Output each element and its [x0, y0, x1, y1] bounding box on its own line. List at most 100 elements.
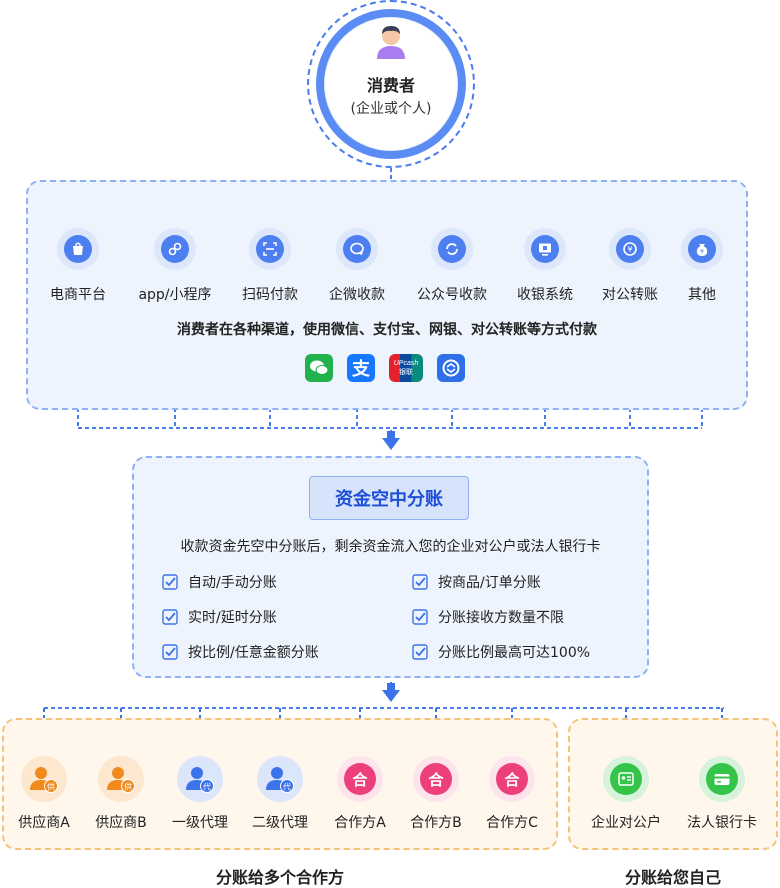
- partners-label: 分账给多个合作方: [215, 868, 344, 887]
- official-account-icon: [438, 235, 466, 263]
- svg-text:供: 供: [124, 782, 132, 792]
- link-icon: [161, 235, 189, 263]
- feature-item: 实时/延时分账: [162, 607, 319, 627]
- channel-label: 扫码付款: [242, 287, 298, 303]
- channel-icon-bg: [249, 228, 291, 270]
- partner-label: 二级代理: [252, 815, 308, 831]
- unionpay-icon: UPcash 银联: [389, 354, 423, 382]
- partner-icon: 合: [489, 756, 535, 802]
- svg-text:代: 代: [283, 782, 291, 792]
- channel-label: 企微收款: [329, 287, 385, 303]
- feature-item: 按商品/订单分账: [412, 572, 590, 592]
- channel-item: 公众号收款: [402, 228, 502, 304]
- feature-item: 分账接收方数量不限: [412, 607, 590, 627]
- channel-icon-bg: ¥: [609, 228, 651, 270]
- svg-text:¥: ¥: [700, 249, 704, 256]
- channel-icon-bg: [431, 228, 473, 270]
- channel-item: 扫码付款: [220, 228, 320, 304]
- feature-label: 分账接收方数量不限: [438, 610, 564, 626]
- supplier-icon: 供: [21, 756, 67, 802]
- partner-label: 合作方A: [334, 815, 386, 831]
- shopping-bag-icon: [64, 235, 92, 263]
- partner-item: 供 供应商B: [81, 756, 161, 832]
- partner-item: 合 合作方C: [472, 756, 552, 832]
- feature-label: 实时/延时分账: [188, 610, 277, 626]
- checkbox-icon: [162, 574, 178, 590]
- svg-text:代: 代: [203, 782, 211, 792]
- partner-label: 合作方B: [410, 815, 462, 831]
- partner-label: 供应商A: [18, 815, 70, 831]
- self-label: 分账给您自己: [624, 868, 721, 887]
- feature-item: 自动/手动分账: [162, 572, 319, 592]
- checkbox-icon: [412, 644, 428, 660]
- features-left: 自动/手动分账 实时/延时分账 按比例/任意金额分账: [162, 572, 319, 662]
- wechat-pay-icon: [305, 354, 333, 382]
- down-arrow-icon: [382, 430, 400, 450]
- channel-label: 其他: [688, 287, 716, 303]
- money-bag-icon: ¥: [688, 235, 716, 263]
- self-item: 法人银行卡: [677, 756, 767, 832]
- unionpay-label: UPcash: [393, 360, 419, 367]
- channels-headline: 消费者在各种渠道，使用微信、支付宝、网银、对公转账等方式付款: [177, 322, 597, 338]
- agent-icon: 代: [177, 756, 223, 802]
- svg-text:¥: ¥: [627, 245, 632, 254]
- feature-label: 按比例/任意金额分账: [188, 645, 319, 661]
- corporate-account-icon: [603, 756, 649, 802]
- partner-item: 合 合作方B: [396, 756, 476, 832]
- channel-item: 电商平台: [28, 228, 128, 304]
- feature-label: 按商品/订单分账: [438, 575, 541, 591]
- channel-label: 电商平台: [50, 287, 106, 303]
- self-account-label: 企业对公户: [591, 815, 661, 831]
- features-right: 按商品/订单分账 分账接收方数量不限 分账比例最高可达100%: [412, 572, 590, 662]
- channel-label: 对公转账: [602, 287, 658, 303]
- bank-transfer-icon: [437, 354, 465, 382]
- partner-label: 一级代理: [172, 815, 228, 831]
- channel-label: 公众号收款: [417, 287, 487, 303]
- feature-item: 分账比例最高可达100%: [412, 642, 590, 662]
- down-arrow-icon: [382, 682, 400, 702]
- channel-item: 企微收款: [307, 228, 407, 304]
- person-icon: [377, 26, 405, 59]
- channel-item: 收银系统: [495, 228, 595, 304]
- channel-item: ¥ 其他: [652, 228, 752, 304]
- payment-methods: 支 UPcash 银联: [305, 354, 475, 382]
- consumer-subtitle: (企业或个人): [350, 101, 432, 117]
- split-title: 资金空中分账: [309, 476, 469, 520]
- feature-label: 自动/手动分账: [188, 575, 277, 591]
- cash-register-icon: [531, 235, 559, 263]
- partner-item: 代 二级代理: [240, 756, 320, 832]
- scan-icon: [256, 235, 284, 263]
- feature-item: 按比例/任意金额分账: [162, 642, 319, 662]
- feature-label: 分账比例最高可达100%: [438, 645, 591, 661]
- channel-icon-bg: ¥: [681, 228, 723, 270]
- transfer-icon: ¥: [616, 235, 644, 263]
- self-item: 企业对公户: [581, 756, 671, 832]
- channel-icon-bg: [524, 228, 566, 270]
- partner-item: 合 合作方A: [320, 756, 400, 832]
- partner-icon: 合: [337, 756, 383, 802]
- bank-card-icon: [699, 756, 745, 802]
- channels-panel: [26, 180, 748, 410]
- checkbox-icon: [162, 609, 178, 625]
- channel-label: 收银系统: [517, 287, 573, 303]
- consumer-ring: [307, 0, 475, 168]
- split-description: 收款资金先空中分账后，剩余资金流入您的企业对公户或法人银行卡: [180, 539, 601, 555]
- partner-label: 合作方C: [486, 815, 538, 831]
- channel-icon-bg: [57, 228, 99, 270]
- checkbox-icon: [162, 644, 178, 660]
- unionpay-sublabel: 银联: [399, 368, 413, 376]
- partner-item: 供 供应商A: [4, 756, 84, 832]
- agent-icon: 代: [257, 756, 303, 802]
- alipay-icon: 支: [347, 354, 375, 382]
- wecom-icon: [343, 235, 371, 263]
- channel-icon-bg: [154, 228, 196, 270]
- channel-icon-bg: [336, 228, 378, 270]
- channel-item: app/小程序: [125, 228, 225, 304]
- svg-text:供: 供: [47, 782, 55, 792]
- partner-item: 代 一级代理: [160, 756, 240, 832]
- channel-item: ¥ 对公转账: [580, 228, 680, 304]
- consumer-title: 消费者: [366, 76, 415, 95]
- checkbox-icon: [412, 574, 428, 590]
- self-account-label: 法人银行卡: [687, 815, 757, 831]
- partner-icon: 合: [413, 756, 459, 802]
